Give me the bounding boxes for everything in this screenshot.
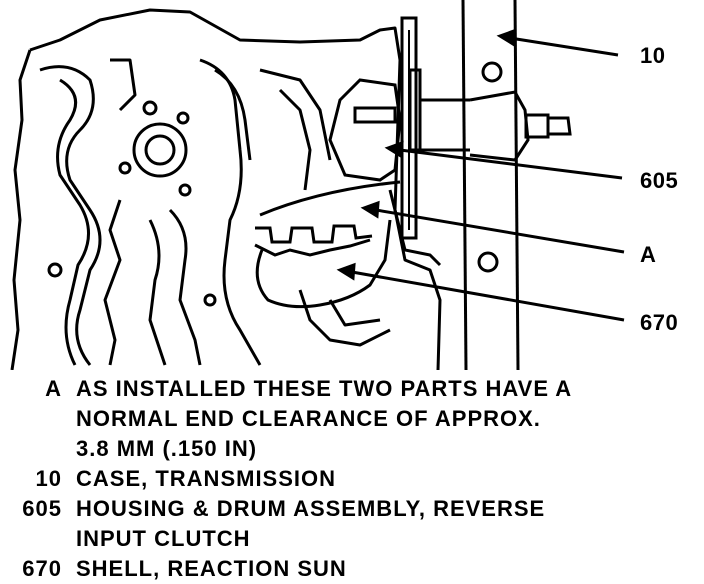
legend-text-670: SHELL, REACTION SUN [76, 556, 347, 581]
legend-text-605-line2: INPUT CLUTCH [76, 526, 251, 551]
legend-text-a-line3: 3.8 MM (.150 IN) [76, 436, 258, 461]
legend-row-a: A AS INSTALLED THESE TWO PARTS HAVE A [0, 374, 704, 404]
legend-key-a: A [45, 376, 62, 401]
legend-text-10: CASE, TRANSMISSION [76, 466, 337, 491]
reaction-sun-shell-drawing [254, 180, 442, 309]
transmission-case-drawing [10, 8, 442, 370]
callout-a: A [640, 242, 656, 267]
legend-text-a-line1: AS INSTALLED THESE TWO PARTS HAVE A [76, 376, 573, 401]
legend-row-605: 605 HOUSING & DRUM ASSEMBLY, REVERSE [0, 494, 704, 524]
legend: A AS INSTALLED THESE TWO PARTS HAVE A NO… [0, 374, 704, 584]
transmission-diagram: 10 605 A 670 [10, 0, 678, 370]
legend-key-10: 10 [35, 466, 62, 491]
callout-670: 670 [640, 310, 678, 335]
callout-605: 605 [640, 168, 678, 193]
leader-lines [336, 28, 625, 322]
legend-row-10: 10 CASE, TRANSMISSION [0, 464, 704, 494]
legend-row-a-3: 3.8 MM (.150 IN) [0, 434, 704, 464]
legend-text-605-line1: HOUSING & DRUM ASSEMBLY, REVERSE [76, 496, 546, 521]
legend-row-670: 670 SHELL, REACTION SUN [0, 554, 704, 584]
callout-10: 10 [640, 43, 665, 68]
legend-key-605: 605 [22, 496, 62, 521]
legend-key-670: 670 [22, 556, 62, 581]
legend-row-a-2: NORMAL END CLEARANCE OF APPROX. [0, 404, 704, 434]
case-transmission-drawing [420, 0, 572, 370]
legend-text-a-line2: NORMAL END CLEARANCE OF APPROX. [76, 406, 541, 431]
legend-row-605-2: INPUT CLUTCH [0, 524, 704, 554]
housing-drum-assembly-drawing [328, 16, 422, 240]
